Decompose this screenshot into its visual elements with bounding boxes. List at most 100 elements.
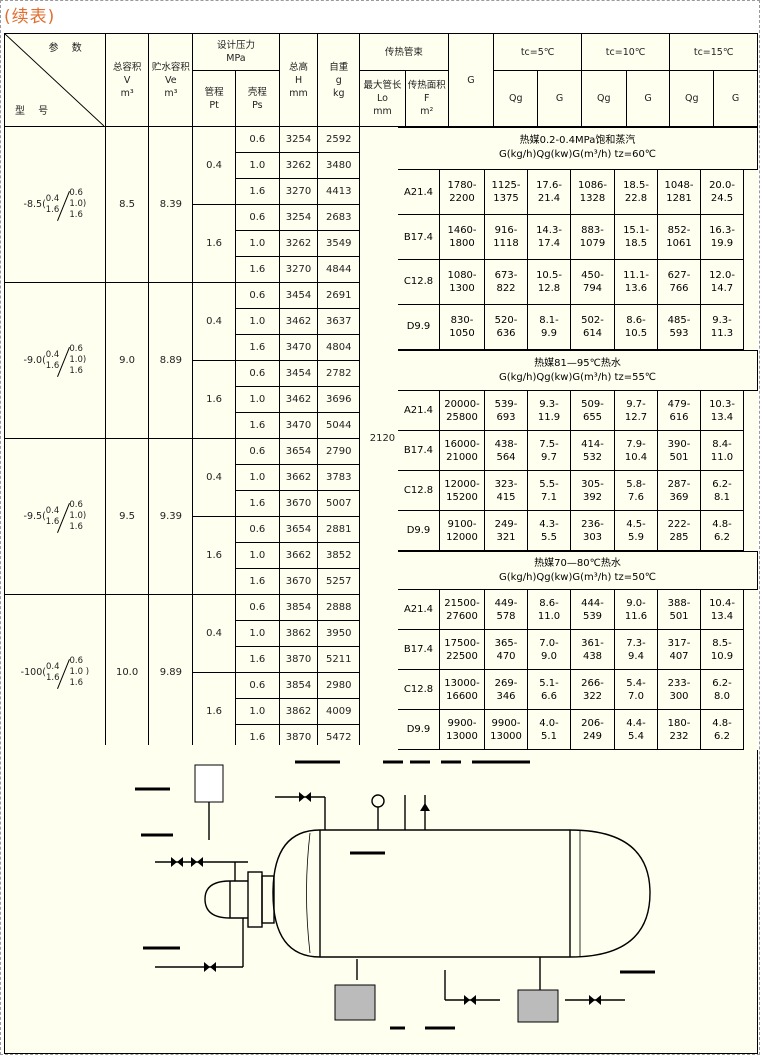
cell-line: 8.6- [539,597,559,609]
ps-value: 1.6 [234,178,280,205]
perf-q15: 287-369 [658,471,701,512]
cell-line: 407 [669,650,689,662]
header-shell-side-line: Ps [252,99,263,111]
ps-value: 0.6 [234,204,280,231]
height-value: 3470 [278,412,319,439]
tube-type: D9.9 [398,710,440,751]
height-value: 3462 [278,386,319,413]
perf-g: 12000-15200 [440,471,485,512]
cell-line: 532 [582,451,603,463]
model-sub: 1.0) [69,511,87,521]
header-qg: Qg [493,70,539,127]
cell-line: 12.0- [709,269,735,281]
header-g-line: G [644,93,652,105]
model-sub: 1.0) [69,199,87,209]
cell-line: 9900- [447,717,477,729]
ps-value: 0.6 [234,516,280,543]
perf-g10: 8.6-10.5 [615,304,658,350]
cell-line: 12000- [444,478,480,490]
cell-line: 9.0 [541,650,557,662]
perf-g10: 4.5-5.9 [615,511,658,552]
perf-q15: 180-232 [658,710,701,751]
perf-g15: 10.4-13.4 [701,590,744,631]
cell-line: 285 [669,531,689,543]
height-value: 3670 [278,490,319,517]
cell-line: 16600 [446,690,478,702]
cell-line: 1118 [493,238,519,250]
height-value: 3862 [278,620,319,647]
cell-line: 5.1- [539,677,559,689]
perf-q10: 236-303 [571,511,615,552]
cell-line: 520- [494,314,518,326]
header-total-height-line: mm [289,87,308,99]
perf-g: 21500-27600 [440,590,485,631]
cell-line: 830- [450,314,474,326]
height-value: 3654 [278,516,319,543]
cell-line: 636 [496,327,516,339]
header-storage-volume-line: 贮水容积 [151,61,190,73]
perf-g10: 9.0-11.6 [615,590,658,631]
header-tube-side-line: 管程 [204,86,224,98]
model-sub: 0.6 [69,188,83,198]
medium-units: G(kg/h)Qg(kw)G(m³/h) tz=50℃ [498,571,657,583]
cell-line: 7.3- [626,637,646,649]
header-param: 参 数 [48,43,87,54]
cell-line: 5.9 [628,531,644,543]
weight-value: 5257 [317,568,361,595]
cell-line: 766 [669,282,689,294]
perf-g5: 10.5-12.8 [528,260,571,305]
model-sub: 1.0) [69,355,87,365]
cell-line: 438- [494,438,518,450]
cell-line: 300 [669,690,689,702]
header-design-pressure-line: MPa [226,53,246,65]
header-storage-volume-line: Ve [165,74,177,86]
model-sub: 1.6 [45,516,60,527]
model-sub: 1.6 [45,360,60,371]
cell-line: 21000 [446,451,478,463]
perf-g5: 7.5-9.7 [528,431,571,472]
weight-value: 3950 [317,620,361,647]
cell-line: 8.1- [539,314,559,326]
cell-line: 17500- [444,637,480,649]
cell-line: 16000- [444,438,480,450]
cell-line: 11.9 [537,411,561,423]
cell-line: 9.7 [541,451,557,463]
perf-g15: 8.5-10.9 [701,630,744,671]
height-value: 3662 [278,542,319,569]
model-sub: 1.6 [69,522,83,532]
cell-line: 1375 [493,193,519,205]
cell-line: 12.7 [624,411,648,423]
cell-line: 21.4 [537,193,561,205]
header-g-line: G [731,93,740,105]
perf-g10: 7.3-9.4 [615,630,658,671]
model-sub: 1.6 [69,210,83,220]
cell-line: 614 [582,327,603,339]
cell-line: 5.5 [541,531,557,543]
header-tc15: tc=15℃ [669,32,758,72]
cell-line: 266- [581,677,604,689]
cell-line: 7.6 [628,491,644,503]
perf-q15: 233-300 [658,670,701,711]
perf-q15: 317-407 [658,630,701,671]
perf-g: 20000-25800 [440,391,485,432]
perf-q10: 883-1079 [571,215,615,261]
header-area-line: 传热面积 [407,80,446,92]
cell-line: 17.6- [536,180,562,192]
header-qg-line: Qg [508,93,523,105]
total-volume-value: 9.0 [104,282,150,439]
height-value: 3854 [278,672,319,699]
perf-g10: 5.4-7.0 [615,670,658,711]
ps-value: 1.0 [234,542,280,569]
header-g: G [537,70,582,127]
header-max-length-line: Lo [376,93,388,105]
